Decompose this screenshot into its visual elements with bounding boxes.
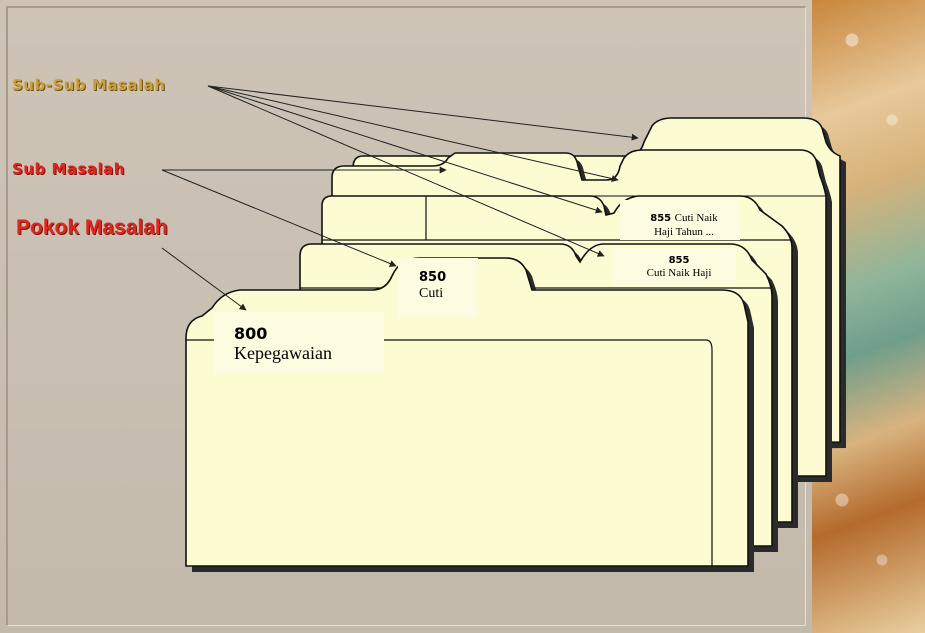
folder-855-back-label: 855 Cuti Naik Haji Tahun ...: [628, 208, 740, 239]
folder-855-front-code: 855: [668, 255, 690, 266]
label-sub-sub-masalah: Sub-Sub Masalah: [12, 76, 166, 94]
folder-855-front-name: Cuti Naik Haji: [646, 267, 712, 279]
folder-850-label: 850 Cuti: [419, 270, 446, 302]
tab-800-background: [214, 312, 384, 374]
tab-850-background: [398, 258, 478, 318]
folder-800-label: 800 Kepegawaian: [234, 324, 332, 363]
folder-850-code: 850: [419, 270, 447, 285]
folder-855-back-name-line2: Haji Tahun ...: [654, 226, 714, 238]
connector-arrows: [161, 85, 639, 311]
folder-855-back-name: Cuti Naik: [674, 212, 718, 224]
arrow-subsub-3: [207, 85, 603, 214]
arrow-subsub-4: [207, 85, 605, 257]
label-pokok-masalah: Pokok Masalah: [16, 216, 168, 239]
folder-800-name: Kepegawaian: [234, 343, 332, 363]
folder-850-name: Cuti: [419, 286, 444, 301]
tab-855-back-background: [620, 200, 740, 240]
folder-855-back-code: 855: [650, 213, 675, 224]
folder-800-code: 800: [234, 324, 268, 343]
folder-855-front-label: 855 Cuti Naik Haji: [620, 254, 738, 280]
arrow-sub-2: [161, 169, 397, 267]
arrow-subsub-2: [207, 85, 619, 183]
arrow-subsub-1: [207, 85, 639, 141]
arrow-pokok: [161, 247, 247, 311]
label-sub-masalah: Sub Masalah: [12, 160, 125, 178]
tab-855-front-background: [612, 248, 736, 286]
